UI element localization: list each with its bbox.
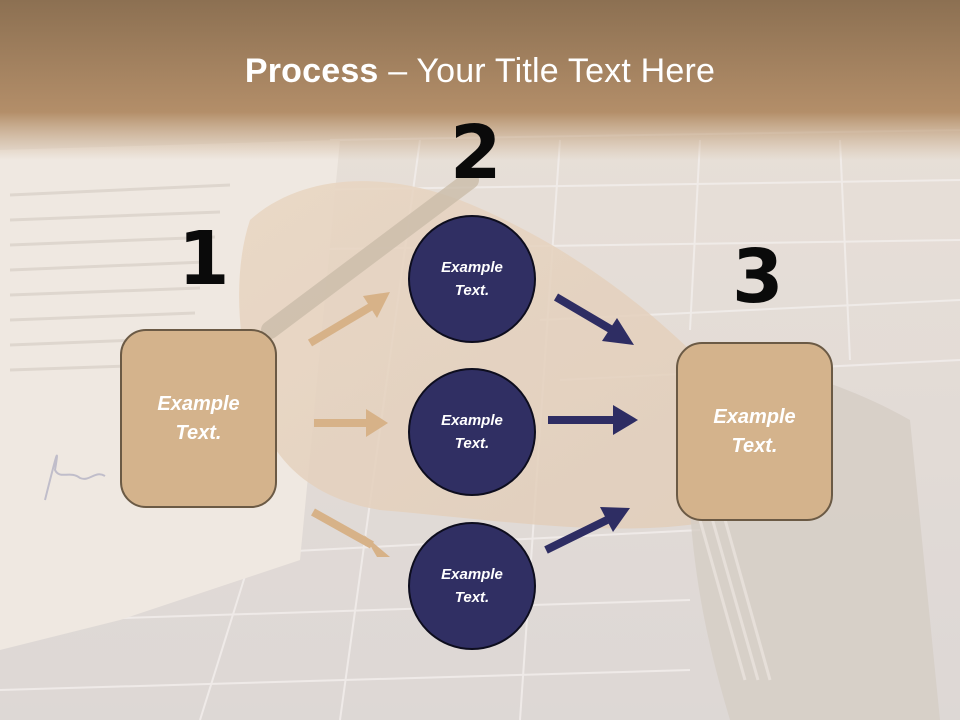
step-2-circle-top: Example Text. bbox=[408, 215, 536, 343]
step-number-3: 3 bbox=[732, 234, 784, 320]
circle-middle-label-line1: Example bbox=[441, 412, 503, 429]
step-1-label: Example Text. bbox=[144, 390, 254, 448]
circle-middle-label: Example Text. bbox=[427, 409, 517, 455]
step-3-label-line2: Text. bbox=[731, 434, 778, 457]
circle-top-label-line1: Example bbox=[441, 259, 503, 276]
title-rest: – Your Title Text Here bbox=[378, 52, 716, 90]
step-1-label-line2: Text. bbox=[175, 421, 222, 444]
step-2-circle-middle: Example Text. bbox=[408, 368, 536, 496]
circle-bottom-label-line1: Example bbox=[441, 566, 503, 583]
slide-title: Process – Your Title Text Here bbox=[0, 52, 960, 91]
step-number-2: 2 bbox=[450, 110, 502, 196]
step-1-box: Example Text. bbox=[120, 329, 277, 508]
step-3-label: Example Text. bbox=[700, 403, 810, 461]
step-3-label-line1: Example bbox=[713, 405, 796, 428]
title-bold: Process bbox=[244, 52, 379, 90]
circle-middle-label-line2: Text. bbox=[454, 435, 490, 452]
circle-top-label-line2: Text. bbox=[454, 282, 490, 299]
step-number-1: 1 bbox=[178, 216, 230, 302]
circle-top-label: Example Text. bbox=[427, 256, 517, 302]
step-1-label-line1: Example bbox=[157, 392, 240, 415]
circle-bottom-label: Example Text. bbox=[427, 563, 517, 609]
circle-bottom-label-line2: Text. bbox=[454, 589, 490, 606]
step-3-box: Example Text. bbox=[676, 342, 833, 521]
step-2-circle-bottom: Example Text. bbox=[408, 522, 536, 650]
